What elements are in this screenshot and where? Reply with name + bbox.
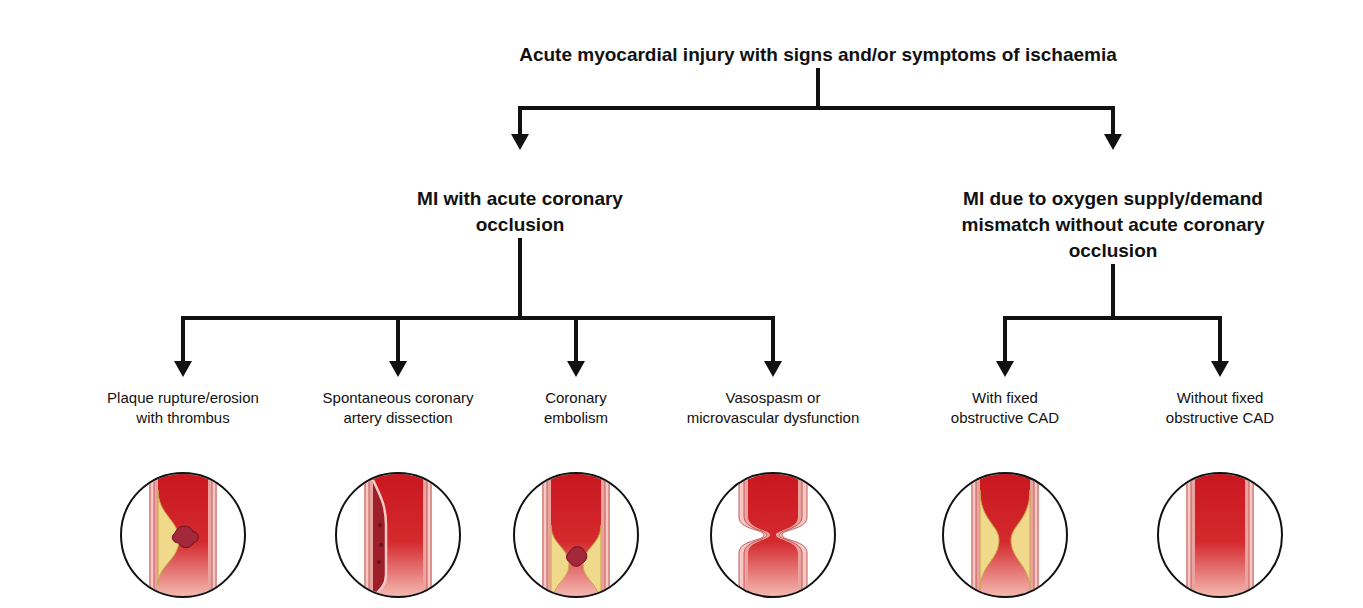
connector-line xyxy=(398,238,520,363)
circle-background xyxy=(935,465,1075,605)
tree-connector xyxy=(520,238,585,377)
connector-line xyxy=(1113,264,1220,363)
tree-connector xyxy=(1113,264,1229,377)
mechanism-label: Without fixed obstructive CAD xyxy=(1155,377,1285,428)
illustration-circle xyxy=(514,473,638,597)
clot-speck xyxy=(377,560,381,564)
circle-background xyxy=(506,465,646,605)
illustration-circle xyxy=(336,473,460,597)
mechanism-label: Spontaneous coronary artery dissection xyxy=(313,377,483,428)
vessel-wall xyxy=(149,465,217,605)
embolism-vessel xyxy=(506,465,646,605)
illustration-circle xyxy=(711,473,835,597)
node-text: Spontaneous coronary artery dissection xyxy=(313,388,483,428)
vessel-lumen xyxy=(1195,465,1245,605)
clot-speck xyxy=(379,543,383,547)
connector-line xyxy=(1005,264,1113,363)
mechanism-label: With fixed obstructive CAD xyxy=(940,377,1070,428)
mechanism-label: Vasospasm or microvascular dysfunction xyxy=(683,377,863,428)
arrow-head xyxy=(511,134,529,150)
node-text: Plaque rupture/erosion with thrombus xyxy=(98,388,268,428)
node-text: Acute myocardial injury with signs and/o… xyxy=(438,42,1198,68)
root-heading: Acute myocardial injury with signs and/o… xyxy=(438,42,1198,68)
illustration-circle xyxy=(943,473,1067,597)
connector-line xyxy=(818,68,1113,136)
intimal-flap xyxy=(373,480,386,597)
node-text: Vasospasm or microvascular dysfunction xyxy=(683,388,863,428)
connector-line xyxy=(520,238,773,363)
arrow-head xyxy=(1104,134,1122,150)
vessel-wall xyxy=(971,465,1039,605)
tree-connector xyxy=(511,68,818,150)
false-lumen xyxy=(373,480,386,597)
plaque xyxy=(980,490,999,590)
vessel-wall xyxy=(739,465,807,605)
embolus xyxy=(567,547,587,567)
tree-connector xyxy=(389,238,520,377)
tree-connector xyxy=(996,264,1113,377)
circle-background xyxy=(113,465,253,605)
vessel-lumen xyxy=(158,465,208,605)
connector-line xyxy=(183,238,520,363)
connector-line xyxy=(520,238,576,363)
vessel-media xyxy=(744,465,802,605)
tree-connector xyxy=(818,68,1122,150)
plaque-rupture-vessel xyxy=(113,465,253,605)
vessel-wall xyxy=(364,465,432,605)
vessel-wall xyxy=(1186,465,1254,605)
vessel-lumen xyxy=(748,465,798,605)
vessel-lumen xyxy=(980,465,1030,605)
arrow-head xyxy=(996,361,1014,377)
dissection-vessel xyxy=(328,465,468,605)
node-text: With fixed obstructive CAD xyxy=(940,388,1070,428)
arrow-head xyxy=(764,361,782,377)
circle-background xyxy=(1150,465,1290,605)
node-text: Without fixed obstructive CAD xyxy=(1155,388,1285,428)
arrow-head xyxy=(389,361,407,377)
node-text: MI due to oxygen supply/demand mismatch … xyxy=(953,186,1273,264)
circle-background xyxy=(328,465,468,605)
normal-vessel xyxy=(1150,465,1290,605)
arrow-head xyxy=(567,361,585,377)
thrombus xyxy=(172,526,198,547)
circle-background xyxy=(703,465,843,605)
vessel-wall xyxy=(542,465,610,605)
node-text: Coronary embolism xyxy=(526,388,626,428)
plaque xyxy=(1011,490,1030,590)
category-heading: MI with acute coronary occlusion xyxy=(413,150,628,238)
mechanism-label: Coronary embolism xyxy=(526,377,626,428)
tree-connector xyxy=(174,238,520,377)
clot-speck xyxy=(378,523,382,527)
connector-line xyxy=(520,68,818,136)
category-heading: MI due to oxygen supply/demand mismatch … xyxy=(953,150,1273,264)
illustration-circle xyxy=(121,473,245,597)
vessel-lumen xyxy=(551,465,601,605)
vessel-lumen xyxy=(373,465,423,605)
tree-connector xyxy=(520,238,782,377)
arrow-head xyxy=(1211,361,1229,377)
mechanism-label: Plaque rupture/erosion with thrombus xyxy=(98,377,268,428)
obstructive-vessel xyxy=(935,465,1075,605)
illustration-circle xyxy=(1158,473,1282,597)
vasospasm-vessel xyxy=(703,465,843,605)
arrow-head xyxy=(174,361,192,377)
node-text: MI with acute coronary occlusion xyxy=(413,186,628,238)
